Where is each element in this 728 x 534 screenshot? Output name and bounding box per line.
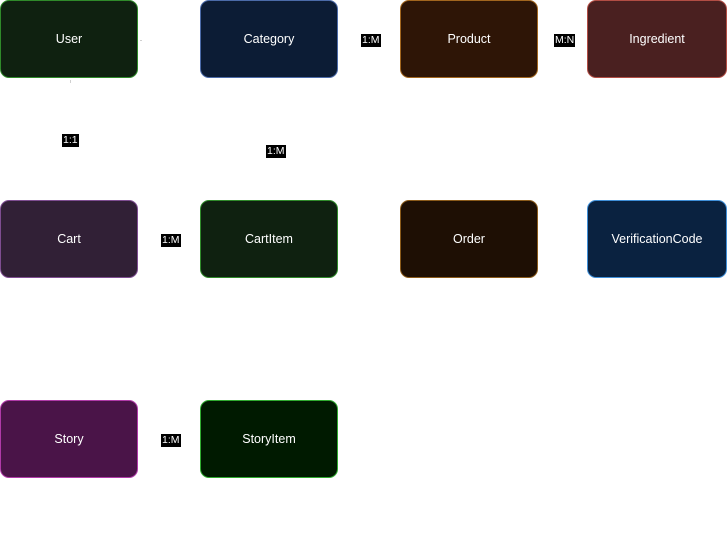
entity-verificationcode[interactable]: VerificationCode xyxy=(587,200,727,278)
entity-order-label: Order xyxy=(453,232,485,246)
entity-user-label: User xyxy=(55,32,83,46)
entity-ingredient[interactable]: Ingredient xyxy=(587,0,727,78)
connector-user-bottom xyxy=(70,80,71,83)
connector-user-right xyxy=(140,40,142,41)
entity-cartitem[interactable]: CartItem xyxy=(200,200,338,278)
entity-cart[interactable]: Cart xyxy=(0,200,138,278)
entity-cart-label: Cart xyxy=(57,232,81,246)
entity-ingredient-label: Ingredient xyxy=(629,32,685,46)
relation-label-category-product[interactable]: 1:M xyxy=(361,34,381,47)
entity-product[interactable]: Product xyxy=(400,0,538,78)
entity-story-label: Story xyxy=(54,432,84,446)
relation-label-story-storyitem[interactable]: 1:M xyxy=(161,434,181,447)
entity-storyitem[interactable]: StoryItem xyxy=(200,400,338,478)
entity-category[interactable]: Category xyxy=(200,0,338,78)
entity-verificationcode-label: VerificationCode xyxy=(611,232,703,246)
entity-story[interactable]: Story xyxy=(0,400,138,478)
entity-user[interactable]: User xyxy=(0,0,138,78)
entity-order[interactable]: Order xyxy=(400,200,538,278)
entity-category-label: Category xyxy=(243,32,295,46)
relation-label-product-ingredient[interactable]: M:N xyxy=(554,34,576,47)
entity-cartitem-label: CartItem xyxy=(245,232,293,246)
relation-label-user-cart[interactable]: 1:1 xyxy=(62,134,79,147)
entity-storyitem-label: StoryItem xyxy=(242,432,296,446)
relation-label-category-cartitem[interactable]: 1:M xyxy=(266,145,286,158)
relation-label-cart-cartitem[interactable]: 1:M xyxy=(161,234,181,247)
entity-product-label: Product xyxy=(447,32,491,46)
